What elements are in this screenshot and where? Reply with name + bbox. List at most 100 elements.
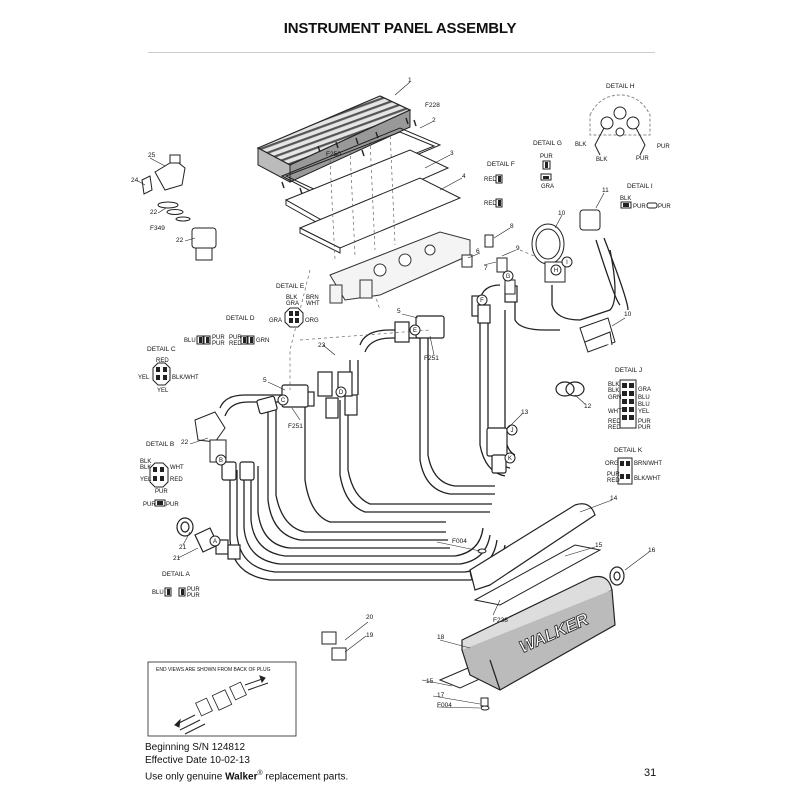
detail-j-wire-11: RED <box>608 425 621 431</box>
letter-a: A <box>213 539 217 545</box>
detail-b-wire-2: BLK <box>140 465 151 471</box>
callout-f251b: F251 <box>288 423 303 430</box>
detail-i-wire-2: PUR <box>633 204 646 210</box>
callout-23: 23 <box>318 342 326 349</box>
detail-g: DETAIL G PUR GRA <box>533 140 562 190</box>
letter-g: G <box>506 274 511 280</box>
page-number: 31 <box>644 767 657 779</box>
detail-h-wire-4: PUR <box>657 144 670 150</box>
callout-5b: 5 <box>263 377 267 384</box>
callout-14: 14 <box>610 495 618 502</box>
detail-j-wire-10: PUR <box>638 419 651 425</box>
detail-e-wire-4: WHT <box>306 301 320 307</box>
end-view-inset: END VIEWS ARE SHOWN FROM BACK OF PLUG <box>147 661 297 737</box>
callout-16: 16 <box>648 547 656 554</box>
footer-notice: Use only genuine Walker® replacement par… <box>145 768 348 783</box>
callout-3: 3 <box>450 150 454 157</box>
callout-22b: 22 <box>150 209 158 216</box>
detail-b-wire-7: PUR <box>143 502 156 508</box>
detail-f-wire-2: RED <box>484 201 497 207</box>
callout-f004b: F004 <box>437 702 452 709</box>
detail-c-title: DETAIL C <box>147 346 176 353</box>
footer-registered: ® <box>257 770 263 777</box>
callout-4: 4 <box>462 173 466 180</box>
callout-11: 11 <box>602 187 609 194</box>
key-switch-25 <box>141 154 217 261</box>
callout-f228: F228 <box>425 102 440 109</box>
detail-j-wire-3: BLK <box>608 388 619 394</box>
detail-f-wire-1: RED <box>484 177 497 183</box>
callout-22c: 22 <box>176 237 184 244</box>
detail-h: DETAIL H BLK BLK PUR PUR <box>575 83 670 163</box>
callout-1: 1 <box>408 77 412 84</box>
detail-j-title: DETAIL J <box>615 367 642 374</box>
small-parts-19-20 <box>321 631 347 661</box>
wiring-harness <box>219 237 629 581</box>
detail-d-wire-6: GRN <box>256 338 269 344</box>
callout-f251a: F251 <box>424 355 439 362</box>
detail-h-wire-2: BLK <box>596 157 607 163</box>
part-4-plate <box>298 177 462 254</box>
callout-24: 24 <box>131 177 139 184</box>
detail-j-wire-12: PUR <box>638 425 651 431</box>
hour-meter-22 <box>194 411 227 463</box>
connector-letters: A B C D E F G H I J K <box>213 260 568 545</box>
detail-c-wire-1: RED <box>156 358 169 364</box>
detail-i-wire-3: PUR <box>658 204 671 210</box>
detail-e-wire-2: GRA <box>286 301 299 307</box>
callout-18: 18 <box>437 634 445 641</box>
title-rule <box>148 52 655 53</box>
detail-h-wire-1: BLK <box>575 142 586 148</box>
detail-j-wire-8: YEL <box>638 409 650 415</box>
callout-f238: F238 <box>493 617 508 624</box>
callout-7: 7 <box>484 265 488 272</box>
detail-j: DETAIL J BLK GRA BLK BLU GRN BLU WHT YEL… <box>608 367 651 431</box>
detail-c-wire-2: YEL <box>138 375 150 381</box>
detail-j-wire-1: BLK <box>608 382 619 388</box>
detail-j-wire-7: WHT <box>608 409 622 415</box>
detail-k-wire-1: ORG <box>605 461 619 467</box>
callout-15b: 15 <box>426 678 434 685</box>
detail-i-title: DETAIL I <box>627 183 653 190</box>
callout-5a: 5 <box>397 308 401 315</box>
console-frame <box>329 231 471 304</box>
callout-10a: 10 <box>558 210 566 217</box>
letter-k: K <box>508 456 512 462</box>
callout-8: 8 <box>510 223 514 230</box>
callout-17: 17 <box>437 692 445 699</box>
detail-c: DETAIL C RED YEL BLK/WHT YEL <box>138 346 199 394</box>
detail-e-wire-3: BRN <box>306 295 319 301</box>
footer-notice-pre: Use only genuine <box>145 771 226 783</box>
detail-e-wire-5: GRA <box>269 318 282 324</box>
detail-j-wire-5: GRN <box>608 395 621 401</box>
detail-g-title: DETAIL G <box>533 140 562 147</box>
harness-connectors <box>215 285 518 560</box>
footer-brand: Walker <box>225 771 258 783</box>
detail-k: DETAIL K ORG BRN/WHT PUR RED BLK/WHT <box>605 447 662 485</box>
callout-10b: 10 <box>624 311 632 318</box>
detail-h-title: DETAIL H <box>606 83 635 90</box>
detail-b: DETAIL B BLK BLK WHT YEL RED PUR PUR PUR <box>140 441 184 508</box>
inset-note: END VIEWS ARE SHOWN FROM BACK OF PLUG <box>156 667 271 673</box>
footer-serial: Beginning S/N 124812 <box>145 742 246 753</box>
detail-i-wire-1: BLK <box>620 196 631 202</box>
detail-k-wire-3: PUR <box>607 472 620 478</box>
part-18-hood <box>461 575 616 691</box>
detail-k-title: DETAIL K <box>614 447 643 454</box>
letter-b: B <box>219 458 223 464</box>
detail-i: DETAIL I BLK PUR PUR <box>620 183 671 210</box>
detail-b-wire-8: PUR <box>166 502 179 508</box>
callout-6: 6 <box>476 248 480 255</box>
letter-i: I <box>566 260 568 266</box>
detail-a-wire-3: PUR <box>187 593 200 599</box>
connector-letter-circles <box>209 256 573 547</box>
detail-b-title: DETAIL B <box>146 441 174 448</box>
detail-b-wire-6: PUR <box>155 489 168 495</box>
detail-c-wire-3: BLK/WHT <box>172 375 199 381</box>
callout-f349: F349 <box>150 225 165 232</box>
callout-15a: 15 <box>595 542 603 549</box>
letter-h: H <box>554 268 558 274</box>
detail-k-wire-5: BLK/WHT <box>634 476 661 482</box>
callout-12: 12 <box>584 403 592 410</box>
detail-d-wire-4: PUR <box>229 335 242 341</box>
